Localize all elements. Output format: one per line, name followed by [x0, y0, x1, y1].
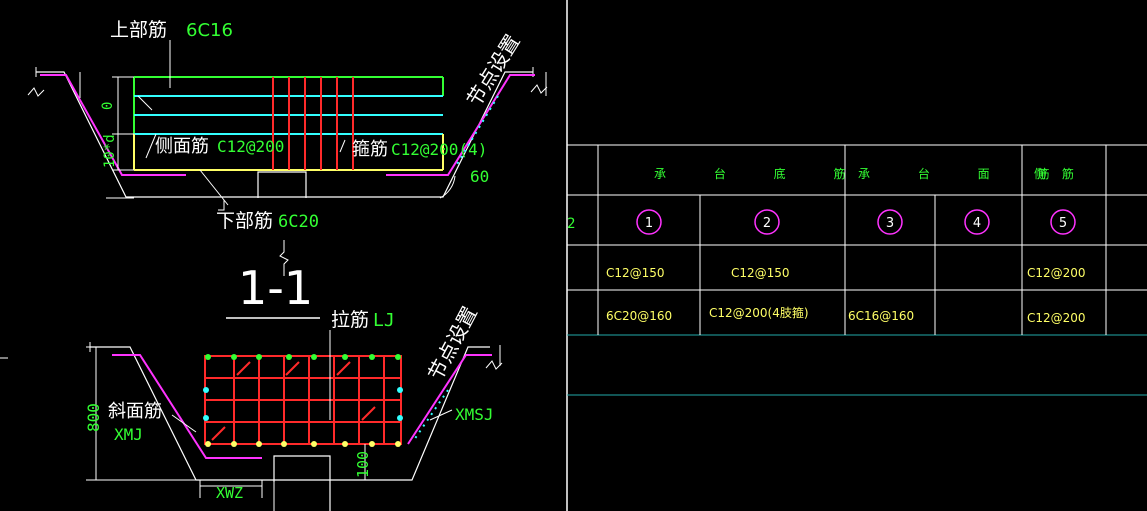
tie-value: LJ	[373, 310, 395, 331]
cut-off-cell: 2	[567, 216, 575, 232]
stirrup-label: 箍筋	[352, 139, 388, 160]
svg-text:5: 5	[1059, 216, 1067, 231]
table-cell: C12@150	[731, 266, 790, 280]
side-bar-label: 侧面筋	[155, 136, 209, 157]
bottom-width-dim: XWZ	[216, 484, 243, 502]
break-line-icon	[27, 87, 45, 97]
table-cell: C12@200	[1027, 266, 1086, 280]
section-title: 1-1	[238, 261, 313, 315]
svg-text:1: 1	[645, 216, 653, 231]
bottom-bar-value: 6C20	[278, 212, 319, 232]
side-bar-value: C12@200	[217, 137, 284, 156]
stirrups	[272, 77, 354, 170]
table-cell: 6C16@160	[848, 309, 914, 323]
lower-node-setting-label: 节点设置	[423, 302, 482, 384]
lower-pile-stub	[273, 455, 331, 511]
slope-bar-right-leader	[429, 409, 453, 421]
dim-zero: 0	[100, 102, 116, 110]
bottom-bar-dots	[205, 441, 401, 447]
bottom-bar-label: 下部筋	[216, 210, 273, 232]
lower-slope-bar-right	[407, 354, 492, 445]
tie-label: 拉筋	[331, 309, 369, 331]
lower-slope-bar-left	[112, 354, 262, 459]
table-cell: 6C20@160	[606, 309, 672, 323]
side-bar-dots	[203, 387, 403, 421]
section-view-lower: 拉筋 LJ 节点设置 斜面筋 XMJ XMSJ 800 100 XWZ	[0, 302, 503, 511]
header-bottom-bars: 承 台 底 筋	[654, 166, 867, 181]
top-bar-label: 上部筋	[110, 19, 167, 41]
top-bar-value: 6C16	[186, 20, 233, 41]
circled-number-icon: 4	[964, 209, 990, 235]
section-view-upper: 上部筋 6C16 侧面筋 C12@200 箍筋 C12@200(4) 下部筋 6…	[27, 19, 548, 319]
slope-bar-value: XMJ	[114, 425, 143, 444]
table-cell: C12@150	[606, 266, 665, 280]
angle-arc	[439, 175, 456, 199]
table-text: 承 台 底 筋 承 台 面 筋 侧 筋 2 1 2 3 4 5 C12@150 …	[567, 166, 1086, 325]
node-setting-label: 节点设置	[462, 30, 525, 111]
table-cell: C12@200	[1027, 311, 1086, 325]
stirrup-value: C12@200(4)	[391, 140, 487, 159]
circled-number-icon: 5	[1050, 209, 1076, 235]
table-cell: C12@200(4肢箍)	[709, 305, 809, 320]
svg-text:4: 4	[973, 216, 981, 231]
dim-10d: 10*d	[102, 134, 118, 168]
header-side-bars: 侧 筋	[1034, 166, 1080, 181]
circled-number-icon: 3	[877, 209, 903, 235]
slope-bar-right	[386, 74, 535, 176]
bottom-bar-leader	[218, 200, 225, 211]
angle-value: 60	[470, 167, 489, 186]
circled-number-icon: 2	[754, 209, 780, 235]
lower-node-dotted-bar	[413, 389, 449, 441]
rebar-cage	[204, 355, 402, 445]
lower-pit-outline	[90, 346, 490, 481]
break-line-icon	[279, 240, 289, 276]
break-line-icon	[485, 360, 503, 370]
svg-text:3: 3	[886, 216, 894, 231]
stirrup-leader	[339, 139, 346, 153]
side-bar-leader	[145, 133, 157, 159]
slope-bar-left	[40, 74, 186, 176]
slope-bar-leader	[171, 414, 197, 433]
slope-bar-value-right: XMSJ	[455, 405, 494, 424]
header-top-bars: 承 台 面 筋	[858, 166, 1071, 181]
break-line-icon	[530, 84, 548, 94]
rebar-table	[567, 144, 1147, 396]
height-dim: 800	[84, 403, 103, 432]
top-bar-dots	[205, 354, 401, 360]
circled-number-icon: 1	[636, 209, 662, 235]
svg-text:2: 2	[763, 216, 771, 231]
pit-outline	[36, 71, 533, 198]
slope-bar-label: 斜面筋	[108, 401, 162, 422]
dim-100: 100	[354, 451, 372, 478]
pile-stub	[257, 171, 307, 198]
